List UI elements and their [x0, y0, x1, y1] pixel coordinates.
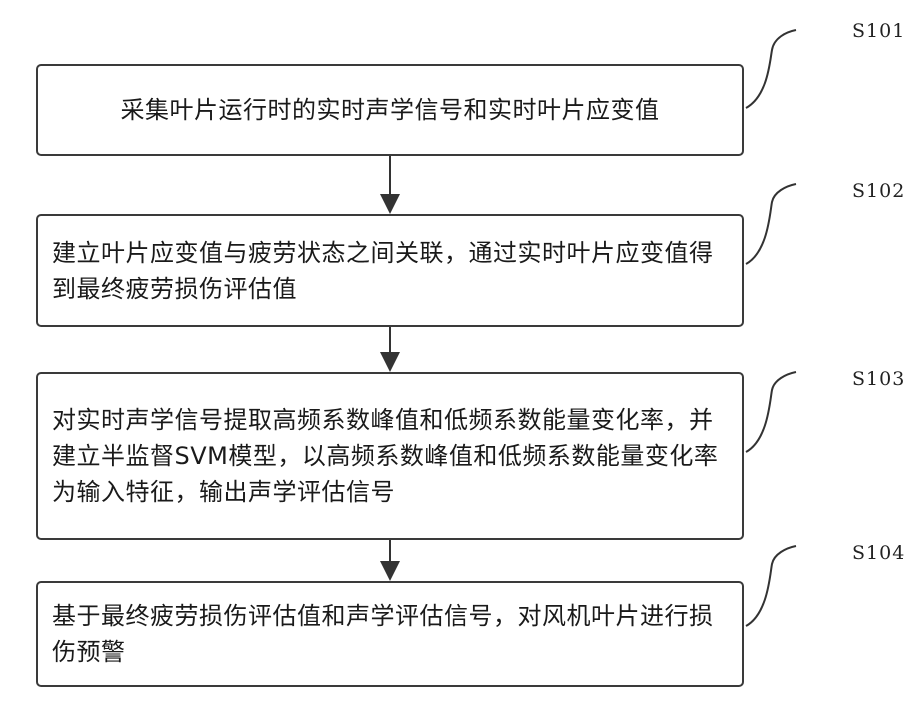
- leader-s104: [746, 546, 796, 626]
- step-box-s102: 建立叶片应变值与疲劳状态之间关联，通过实时叶片应变值得到最终疲劳损伤评估值: [36, 214, 744, 327]
- step-box-s104: 基于最终疲劳损伤评估值和声学评估信号，对风机叶片进行损伤预警: [36, 581, 744, 687]
- step-box-s101: 采集叶片运行时的实时声学信号和实时叶片应变值: [36, 64, 744, 156]
- step-text-s101: 采集叶片运行时的实时声学信号和实时叶片应变值: [52, 92, 728, 128]
- leader-s103: [746, 372, 796, 452]
- step-label-s101: S101: [852, 20, 905, 42]
- leader-s102: [746, 184, 796, 264]
- step-label-s103: S103: [852, 368, 905, 390]
- step-label-s102: S102: [852, 180, 905, 202]
- step-label-s104: S104: [852, 542, 905, 564]
- step-text-s103: 对实时声学信号提取高频系数峰值和低频系数能量变化率，并建立半监督SVM模型，以高…: [52, 402, 728, 510]
- step-text-s102: 建立叶片应变值与疲劳状态之间关联，通过实时叶片应变值得到最终疲劳损伤评估值: [52, 235, 728, 307]
- step-box-s103: 对实时声学信号提取高频系数峰值和低频系数能量变化率，并建立半监督SVM模型，以高…: [36, 372, 744, 540]
- leader-s101: [746, 30, 796, 108]
- step-text-s104: 基于最终疲劳损伤评估值和声学评估信号，对风机叶片进行损伤预警: [52, 598, 728, 670]
